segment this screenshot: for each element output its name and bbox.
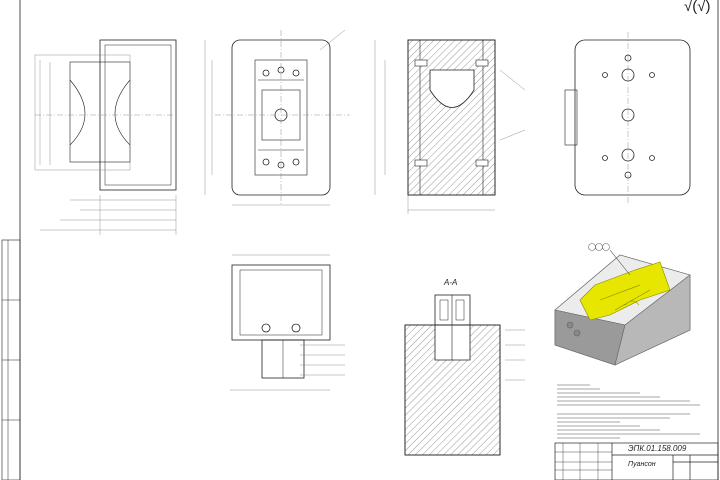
right-view	[564, 32, 691, 205]
section-view	[374, 39, 526, 214]
section-label: А-А	[444, 278, 458, 287]
part-name: Пуансон	[628, 461, 656, 468]
section-a-a	[404, 294, 525, 456]
drawing-designation: ЭПК.01.158.009	[628, 444, 687, 453]
roughness-symbol: √(√)	[684, 0, 711, 15]
isometric-render	[554, 243, 691, 366]
title-block	[554, 442, 719, 480]
bottom-view	[230, 254, 345, 391]
front-view	[204, 29, 350, 206]
left-view	[34, 39, 177, 235]
technical-notes	[557, 384, 700, 439]
